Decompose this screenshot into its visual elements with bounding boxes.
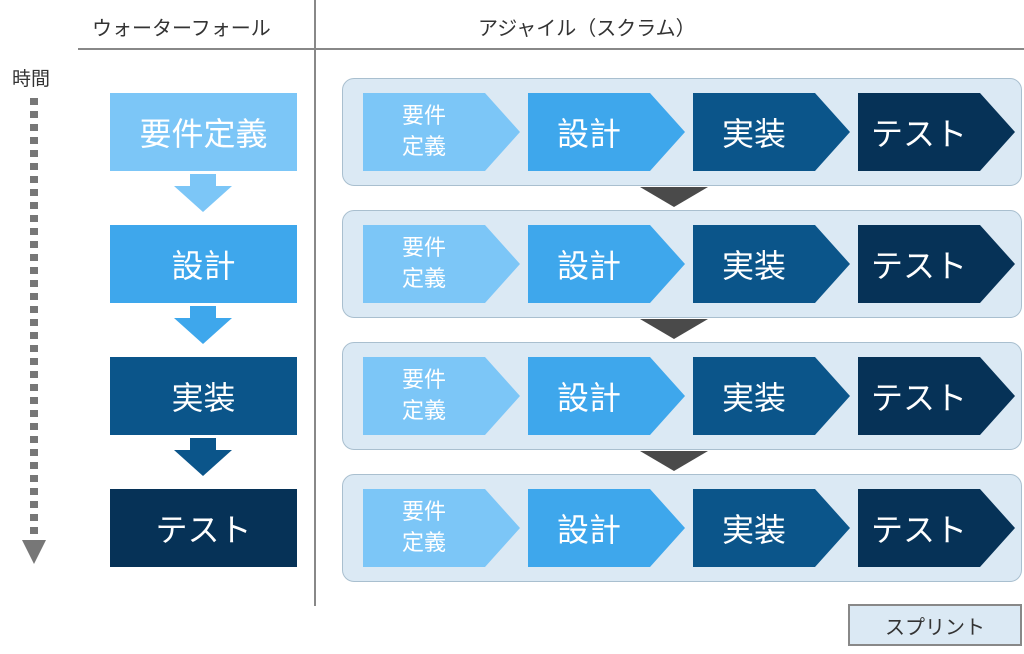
- header-divider-left: [78, 48, 314, 50]
- step-label: 設計: [556, 511, 621, 549]
- step-label: 設計: [556, 115, 621, 153]
- sprint-connector-arrow-icon: [640, 319, 708, 339]
- step-label: テスト: [870, 511, 967, 549]
- waterfall-step-design: 設計: [110, 225, 297, 303]
- waterfall-arrow-down-icon: [174, 438, 232, 476]
- step-label-line1: 要件: [401, 500, 446, 525]
- agile-header: アジャイル（スクラム）: [478, 16, 696, 40]
- step-label: 設計: [556, 247, 621, 285]
- waterfall-arrow-down-icon: [174, 306, 232, 344]
- sprint-step-implementation: 実装: [693, 225, 850, 303]
- step-label-line1: 要件: [401, 104, 446, 129]
- time-axis-arrow-icon: [22, 540, 46, 564]
- step-label: 実装: [721, 379, 786, 417]
- sprint-4: 要件定義 設計 実装 テスト: [342, 474, 1022, 582]
- time-axis-label: 時間: [12, 68, 51, 90]
- sprint-step-test: テスト: [858, 93, 1015, 171]
- sprint-step-requirements: 要件定義: [363, 357, 520, 435]
- sprint-step-design: 設計: [528, 93, 685, 171]
- step-label-line2: 定義: [401, 399, 446, 424]
- sprint-step-test: テスト: [858, 357, 1015, 435]
- sprint-step-requirements: 要件定義: [363, 93, 520, 171]
- sprint-step-design: 設計: [528, 225, 685, 303]
- sprint-step-design: 設計: [528, 489, 685, 567]
- step-label: テスト: [870, 247, 967, 285]
- sprint-step-implementation: 実装: [693, 93, 850, 171]
- time-axis-line: [30, 98, 38, 536]
- step-label: 実装: [721, 247, 786, 285]
- sprint-step-test: テスト: [858, 225, 1015, 303]
- header-divider-right: [314, 48, 1024, 50]
- step-label: 実装: [721, 115, 786, 153]
- sprint-connector-arrow-icon: [640, 451, 708, 471]
- step-label-line1: 要件: [401, 236, 446, 261]
- sprint-step-requirements: 要件定義: [363, 225, 520, 303]
- step-label: 実装: [721, 511, 786, 549]
- step-label-line2: 定義: [401, 531, 446, 556]
- step-label: テスト: [870, 379, 967, 417]
- sprint-legend: スプリント: [848, 604, 1022, 646]
- column-divider: [314, 0, 316, 606]
- sprint-1: 要件定義 設計 実装 テスト: [342, 78, 1022, 186]
- sprint-2: 要件定義 設計 実装 テスト: [342, 210, 1022, 318]
- sprint-step-implementation: 実装: [693, 489, 850, 567]
- step-label: 設計: [556, 379, 621, 417]
- waterfall-arrow-down-icon: [174, 174, 232, 212]
- sprint-step-design: 設計: [528, 357, 685, 435]
- step-label-line2: 定義: [401, 135, 446, 160]
- sprint-3: 要件定義 設計 実装 テスト: [342, 342, 1022, 450]
- sprint-step-requirements: 要件定義: [363, 489, 520, 567]
- step-label-line2: 定義: [401, 267, 446, 292]
- waterfall-step-requirements: 要件定義: [110, 93, 297, 171]
- waterfall-header: ウォーターフォール: [92, 16, 271, 40]
- sprint-step-implementation: 実装: [693, 357, 850, 435]
- waterfall-step-implementation: 実装: [110, 357, 297, 435]
- step-label-line1: 要件: [401, 368, 446, 393]
- sprint-step-test: テスト: [858, 489, 1015, 567]
- sprint-connector-arrow-icon: [640, 187, 708, 207]
- waterfall-step-test: テスト: [110, 489, 297, 567]
- step-label: テスト: [870, 115, 967, 153]
